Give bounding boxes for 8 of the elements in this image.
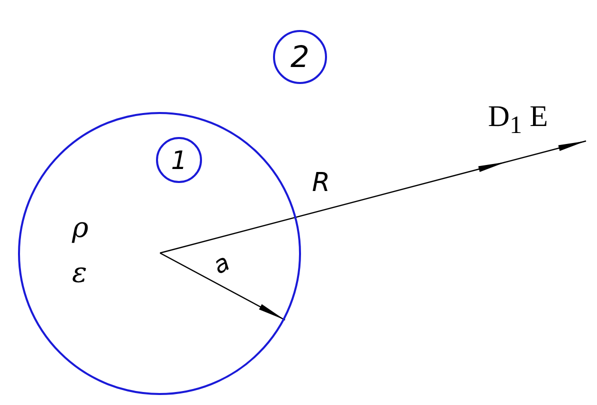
radius-label: a [209,250,234,278]
sphere-circle [18,112,301,395]
permittivity-symbol: ε [72,259,88,287]
region-number-circle: 1 [156,137,202,183]
field-vector-label: D$_{1}$ E [488,102,548,138]
density-symbol: ρ [72,214,88,242]
region-number-circle: 2 [273,30,327,84]
distance-label: R [312,170,330,196]
